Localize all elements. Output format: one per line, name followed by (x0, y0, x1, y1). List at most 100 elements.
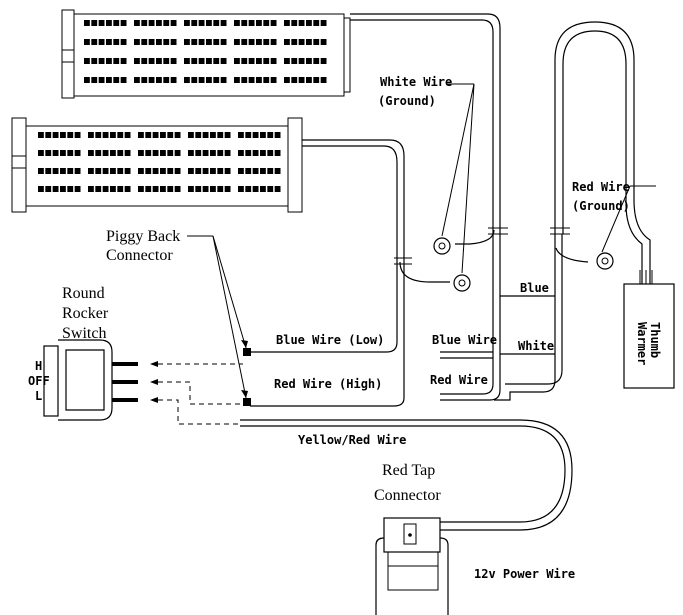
rocker-switch-label-1: Round (62, 285, 105, 302)
grip-texture-block (141, 39, 148, 45)
blue-wire-label: Blue Wire (432, 333, 497, 347)
grip-texture-block (141, 20, 148, 26)
grip-texture-block (260, 132, 266, 138)
piggy-back-label-1: Piggy Back (106, 228, 180, 245)
grip-texture-block (138, 150, 144, 156)
grip-texture-block (248, 39, 255, 45)
switch-l-label: L (35, 389, 42, 403)
grip-texture-block (313, 58, 320, 64)
grip-texture-block (156, 77, 162, 83)
grip-texture-block (52, 132, 59, 138)
grip-texture-block (124, 150, 131, 156)
grip-texture-block (306, 20, 312, 26)
grip-texture-block (156, 58, 162, 64)
grip-texture-block (167, 150, 174, 156)
grip-texture-block (320, 77, 327, 83)
grip-texture-block (91, 77, 98, 83)
grip-texture-block (95, 168, 102, 174)
thumb-warmer: Thumb Warmer (623, 270, 675, 389)
grip-texture-block (252, 186, 259, 192)
grip-texture-block (117, 150, 124, 156)
red-wire-ground-sublabel: (Ground) (572, 199, 630, 213)
grip-texture-block (84, 77, 90, 83)
grip-texture-block (95, 186, 102, 192)
grip-texture-block (88, 168, 94, 174)
grip-texture-block (160, 150, 166, 156)
grip-texture-block (60, 186, 66, 192)
grip-texture-block (38, 168, 44, 174)
grip-texture-block (252, 150, 259, 156)
grip-texture-block (298, 58, 305, 64)
rocker-switch: H OFF L (28, 339, 138, 421)
blue-wire-low-label: Blue Wire (Low) (276, 333, 384, 347)
grip-texture-block (120, 58, 127, 64)
grip-texture-block (202, 132, 209, 138)
thumb-warmer-label-2: Warmer (635, 322, 649, 365)
grip-texture-block (241, 77, 248, 83)
grip-texture-block (167, 132, 174, 138)
grip-texture-block (184, 77, 190, 83)
grip-texture-block (224, 168, 231, 174)
lower-grip-harness (250, 139, 450, 407)
grip-texture-block (102, 168, 109, 174)
grip-texture-block (45, 132, 52, 138)
grip-texture-block (110, 150, 116, 156)
grip-texture-block (263, 77, 270, 83)
piggy-back-connector (187, 235, 251, 406)
grip-texture-block (184, 39, 190, 45)
grip-texture-block (263, 39, 270, 45)
grip-texture-block (160, 186, 166, 192)
grip-texture-block (120, 39, 127, 45)
red-tap-connector (375, 517, 449, 615)
grip-texture-block (220, 58, 227, 64)
grip-texture-block (106, 39, 112, 45)
grip-texture-block (74, 150, 81, 156)
grip-texture-block (213, 39, 220, 45)
grip-texture-block (191, 20, 198, 26)
lower-grip (11, 117, 303, 213)
grip-texture-block (152, 168, 159, 174)
grip-texture-block (234, 20, 240, 26)
grip-texture-block (174, 186, 181, 192)
grip-texture-block (152, 132, 159, 138)
grip-texture-block (198, 77, 205, 83)
grip-texture-block (45, 150, 52, 156)
grip-texture-block (113, 77, 120, 83)
grip-texture-block (98, 77, 105, 83)
yellow-red-wire (240, 419, 573, 531)
grip-texture-block (238, 150, 244, 156)
grip-texture-block (245, 186, 252, 192)
grip-texture-block (220, 39, 227, 45)
grip-texture-block (45, 168, 52, 174)
rocker-switch-label-3: Switch (62, 325, 106, 342)
grip-texture-block (106, 77, 112, 83)
grip-texture-block (284, 39, 290, 45)
grip-texture-block (117, 132, 124, 138)
grip-texture-block (202, 168, 209, 174)
grip-texture-block (263, 20, 270, 26)
grip-texture-block (306, 77, 312, 83)
grip-texture-block (91, 20, 98, 26)
grip-texture-block (206, 77, 212, 83)
grip-texture-block (110, 168, 116, 174)
grip-texture-block (102, 132, 109, 138)
thumb-warmer-harness (494, 21, 651, 401)
grip-texture-block (206, 58, 212, 64)
grip-texture-block (267, 150, 274, 156)
grip-texture-block (91, 39, 98, 45)
grip-texture-block (91, 58, 98, 64)
grip-texture-block (198, 39, 205, 45)
red-wire-label: Red Wire (430, 373, 488, 387)
grip-texture-block (120, 20, 127, 26)
grip-texture-block (138, 132, 144, 138)
grip-texture-block (60, 132, 66, 138)
grip-texture-block (113, 39, 120, 45)
grip-texture-block (252, 168, 259, 174)
grip-texture-block (195, 168, 202, 174)
grip-texture-block (248, 58, 255, 64)
grip-texture-block (141, 58, 148, 64)
white-wire-sublabel: (Ground) (378, 94, 436, 108)
upper-grip-pattern (84, 20, 327, 83)
grip-texture-block (141, 77, 148, 83)
